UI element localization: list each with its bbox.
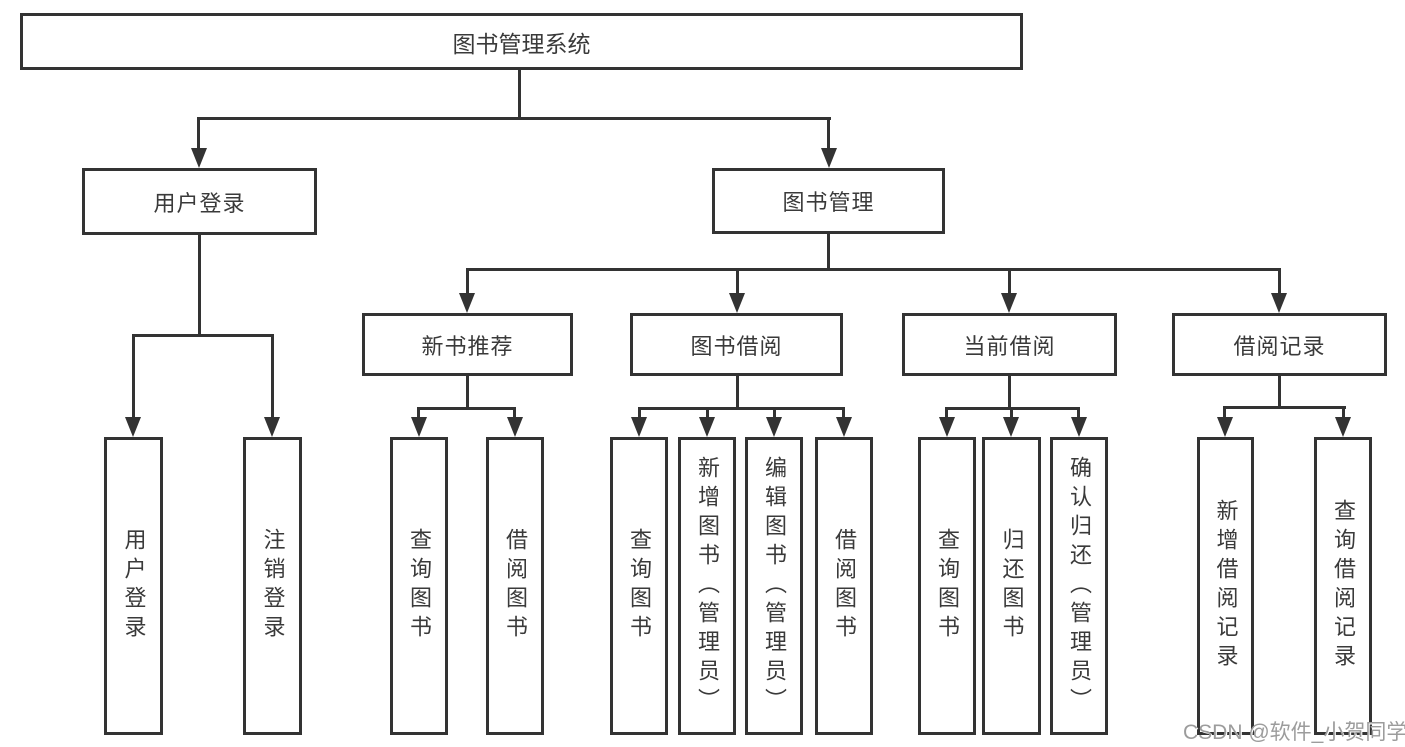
node-current-borrow-label: 当前借阅 bbox=[963, 333, 1056, 359]
connector-line bbox=[1223, 406, 1226, 420]
connector-arrowhead-icon bbox=[1071, 417, 1087, 437]
connector-line bbox=[827, 117, 830, 151]
leaf-logout: 注销登录 bbox=[243, 437, 302, 735]
node-new-book-recommend-label: 新书推荐 bbox=[421, 333, 514, 359]
leaf-borrow-books-recommend-label: 借阅图书 bbox=[503, 528, 528, 644]
connector-arrowhead-icon bbox=[821, 148, 837, 168]
connector-line bbox=[638, 407, 641, 420]
node-book-management: 图书管理 bbox=[712, 168, 945, 234]
connector-line bbox=[513, 407, 516, 420]
node-user-login: 用户登录 bbox=[82, 168, 317, 235]
leaf-add-borrow-record: 新增借阅记录 bbox=[1197, 437, 1254, 735]
connector-arrowhead-icon bbox=[191, 148, 207, 168]
leaf-query-borrow-record-label: 查询借阅记录 bbox=[1331, 499, 1356, 673]
connector-arrowhead-icon bbox=[459, 293, 475, 313]
connector-line bbox=[1008, 268, 1011, 296]
connector-line bbox=[466, 376, 469, 410]
leaf-user-login-label: 用户登录 bbox=[121, 528, 147, 644]
connector-line bbox=[1278, 268, 1281, 296]
leaf-confirm-return-admin: 确认归还（管理员） bbox=[1050, 437, 1108, 735]
connector-line bbox=[466, 268, 1281, 271]
leaf-add-borrow-record-label: 新增借阅记录 bbox=[1213, 499, 1239, 673]
node-book-borrow: 图书借阅 bbox=[630, 313, 843, 376]
leaf-query-borrow-record: 查询借阅记录 bbox=[1314, 437, 1372, 735]
connector-line bbox=[638, 407, 845, 410]
connector-arrowhead-icon bbox=[1335, 417, 1351, 437]
leaf-add-books-admin: 新增图书（管理员） bbox=[678, 437, 736, 735]
connector-arrowhead-icon bbox=[1001, 293, 1017, 313]
connector-line bbox=[132, 334, 274, 337]
leaf-query-books-current-label: 查询图书 bbox=[935, 528, 960, 644]
leaf-logout-label: 注销登录 bbox=[260, 528, 286, 644]
connector-line bbox=[1010, 407, 1013, 420]
node-current-borrow: 当前借阅 bbox=[902, 313, 1117, 376]
leaf-query-books-recommend-label: 查询图书 bbox=[407, 528, 432, 644]
leaf-query-books-current: 查询图书 bbox=[918, 437, 976, 735]
connector-line bbox=[842, 407, 845, 420]
connector-line bbox=[1223, 406, 1346, 409]
connector-line bbox=[945, 407, 948, 420]
node-new-book-recommend: 新书推荐 bbox=[362, 313, 573, 376]
leaf-query-books-borrow: 查询图书 bbox=[610, 437, 668, 735]
leaf-add-books-admin-label: 新增图书（管理员） bbox=[695, 455, 720, 717]
connector-arrowhead-icon bbox=[729, 293, 745, 313]
leaf-confirm-return-admin-label: 确认归还（管理员） bbox=[1067, 455, 1092, 717]
connector-arrowhead-icon bbox=[264, 417, 280, 437]
connector-line bbox=[466, 268, 469, 296]
connector-arrowhead-icon bbox=[699, 417, 715, 437]
leaf-borrow-books-recommend: 借阅图书 bbox=[486, 437, 544, 735]
connector-line bbox=[1008, 375, 1011, 410]
node-root-label: 图书管理系统 bbox=[452, 30, 591, 57]
node-book-borrow-label: 图书借阅 bbox=[690, 333, 783, 359]
connector-line bbox=[197, 117, 831, 120]
leaf-query-books-borrow-label: 查询图书 bbox=[627, 528, 652, 644]
leaf-edit-books-admin: 编辑图书（管理员） bbox=[745, 437, 803, 735]
connector-arrowhead-icon bbox=[1271, 293, 1287, 313]
connector-arrowhead-icon bbox=[631, 417, 647, 437]
node-borrow-records-label: 借阅记录 bbox=[1233, 333, 1326, 359]
connector-arrowhead-icon bbox=[125, 417, 141, 437]
watermark: CSDN @软件_小贺同学 bbox=[1183, 721, 1405, 744]
leaf-borrow-books-label: 借阅图书 bbox=[832, 528, 857, 644]
node-book-management-label: 图书管理 bbox=[782, 190, 875, 215]
node-user-login-label: 用户登录 bbox=[153, 190, 246, 216]
connector-line bbox=[132, 334, 135, 420]
leaf-borrow-books: 借阅图书 bbox=[815, 437, 873, 735]
connector-arrowhead-icon bbox=[1217, 417, 1233, 437]
leaf-query-books-recommend: 查询图书 bbox=[390, 437, 448, 735]
connector-line bbox=[706, 407, 709, 420]
connector-line bbox=[198, 235, 201, 336]
leaf-return-books: 归还图书 bbox=[982, 437, 1041, 735]
connector-line bbox=[417, 407, 420, 420]
connector-line bbox=[271, 334, 274, 420]
connector-line bbox=[1278, 375, 1281, 409]
connector-arrowhead-icon bbox=[836, 417, 852, 437]
connector-line bbox=[827, 234, 830, 271]
connector-arrowhead-icon bbox=[411, 417, 427, 437]
connector-arrowhead-icon bbox=[939, 417, 955, 437]
connector-line bbox=[736, 268, 739, 296]
connector-line bbox=[773, 407, 776, 420]
connector-line bbox=[518, 70, 521, 119]
connector-line bbox=[417, 407, 516, 410]
leaf-edit-books-admin-label: 编辑图书（管理员） bbox=[762, 455, 787, 717]
connector-arrowhead-icon bbox=[766, 417, 782, 437]
connector-line bbox=[197, 117, 200, 151]
connector-arrowhead-icon bbox=[1003, 417, 1019, 437]
connector-line bbox=[1342, 406, 1345, 420]
node-root: 图书管理系统 bbox=[20, 13, 1023, 70]
node-borrow-records: 借阅记录 bbox=[1172, 313, 1387, 376]
leaf-return-books-label: 归还图书 bbox=[999, 528, 1025, 644]
connector-line bbox=[1077, 407, 1080, 420]
connector-line bbox=[736, 376, 739, 410]
leaf-user-login: 用户登录 bbox=[104, 437, 163, 735]
connector-arrowhead-icon bbox=[507, 417, 523, 437]
